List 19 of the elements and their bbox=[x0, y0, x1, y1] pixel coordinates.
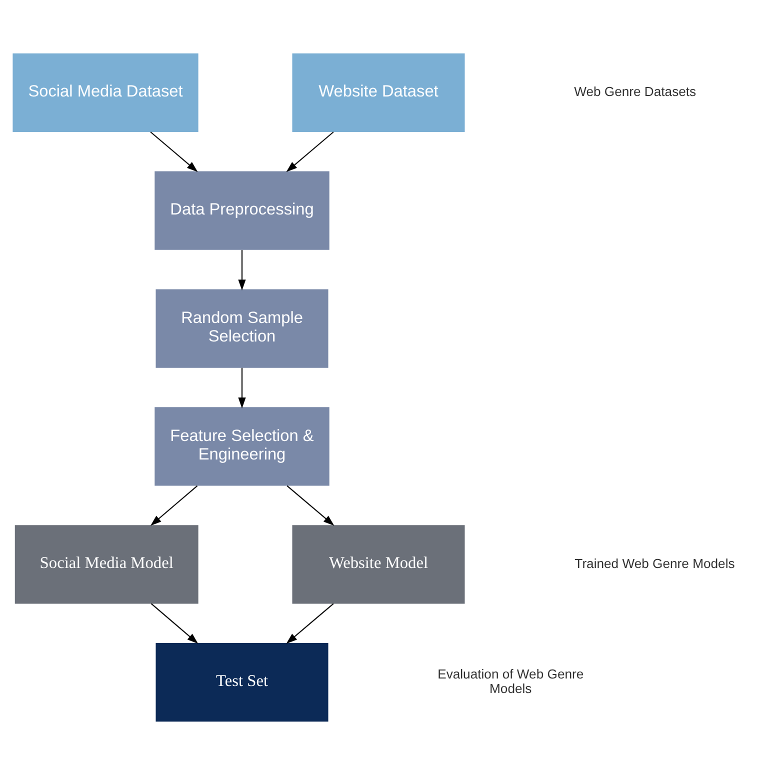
node-box: Random Sample Selection bbox=[156, 289, 328, 368]
node-box: Test Set bbox=[156, 643, 328, 722]
arrow bbox=[238, 368, 246, 408]
arrow bbox=[286, 603, 334, 644]
label: Trained Web Genre Models bbox=[574, 556, 735, 571]
node-box: Social Media Dataset bbox=[12, 53, 198, 132]
label: Evaluation of Web Genre Models bbox=[438, 666, 584, 696]
arrow bbox=[238, 250, 246, 291]
arrow bbox=[150, 485, 198, 526]
node-box: Feature Selection & Engineering bbox=[154, 407, 330, 486]
arrow bbox=[286, 132, 334, 172]
node-box: Data Preprocessing bbox=[154, 171, 330, 250]
node-box: Social Media Model bbox=[14, 525, 198, 604]
arrow bbox=[286, 485, 334, 526]
node-box: Website Model bbox=[292, 525, 465, 604]
node-box: Website Dataset bbox=[292, 53, 465, 132]
arrow bbox=[150, 132, 198, 172]
label: Web Genre Datasets bbox=[574, 84, 696, 100]
arrow bbox=[150, 603, 198, 644]
